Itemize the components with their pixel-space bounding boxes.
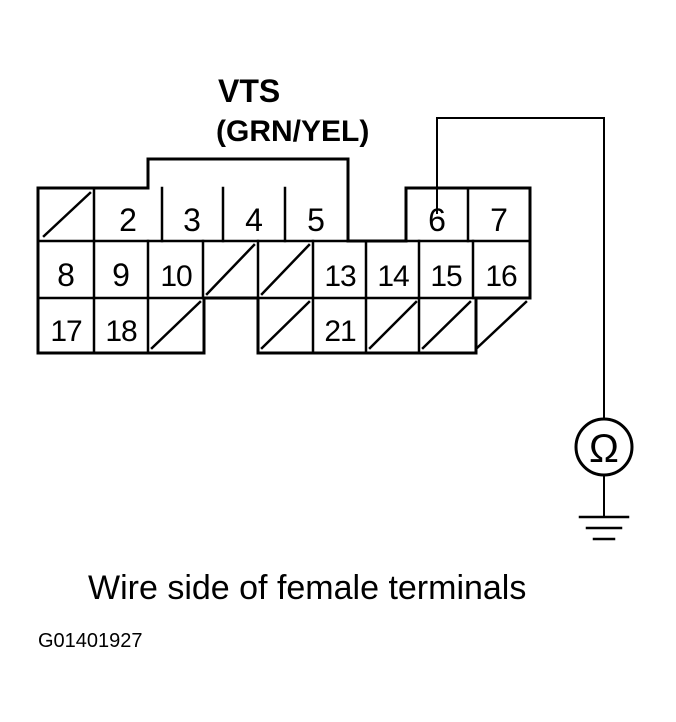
unused-cavities xyxy=(42,191,528,350)
terminal-8: 8 xyxy=(57,257,75,293)
terminal-21: 21 xyxy=(324,315,356,348)
terminal-16: 16 xyxy=(485,260,517,293)
terminal-17: 17 xyxy=(50,315,82,348)
probe-wire xyxy=(436,117,605,516)
unused-cavity-row3-22 xyxy=(368,300,418,350)
terminal-row-1: 2 3 4 5 6 7 xyxy=(119,202,508,238)
terminal-6: 6 xyxy=(428,202,446,238)
terminal-row-3: 17 18 21 xyxy=(50,315,357,348)
unused-cavity-row1-1 xyxy=(42,191,92,238)
ground-icon xyxy=(578,515,630,541)
terminal-9: 9 xyxy=(112,257,130,293)
terminal-7: 7 xyxy=(490,202,508,238)
terminal-5: 5 xyxy=(307,202,325,238)
terminal-18: 18 xyxy=(105,315,137,348)
unused-cavity-row3-23 xyxy=(421,300,472,350)
unused-cavity-row2-11 xyxy=(205,243,256,296)
ohm-icon: Ω xyxy=(589,427,619,471)
diagram-caption: Wire side of female terminals xyxy=(88,569,526,607)
ohmmeter-circle xyxy=(574,417,634,477)
terminal-15: 15 xyxy=(430,260,462,293)
figure-code: G01401927 xyxy=(38,630,143,652)
terminal-2: 2 xyxy=(119,202,137,238)
ohmmeter: Ω xyxy=(574,417,634,477)
unused-cavity-row3-19 xyxy=(150,300,202,350)
terminal-4: 4 xyxy=(245,202,263,238)
wire-color: (GRN/YEL) xyxy=(216,115,369,148)
terminal-row-2: 8 9 10 13 14 15 16 xyxy=(57,257,518,293)
unused-cavity-row3-20 xyxy=(260,300,311,350)
terminal-13: 13 xyxy=(324,260,356,293)
connector-grid xyxy=(36,186,532,355)
terminal-14: 14 xyxy=(377,260,409,293)
terminal-10: 10 xyxy=(160,260,192,293)
unused-cavity-row2-12 xyxy=(260,243,311,296)
terminal-3: 3 xyxy=(183,202,201,238)
signal-name: VTS xyxy=(218,73,280,109)
unused-cavity-row3-24 xyxy=(475,300,528,350)
